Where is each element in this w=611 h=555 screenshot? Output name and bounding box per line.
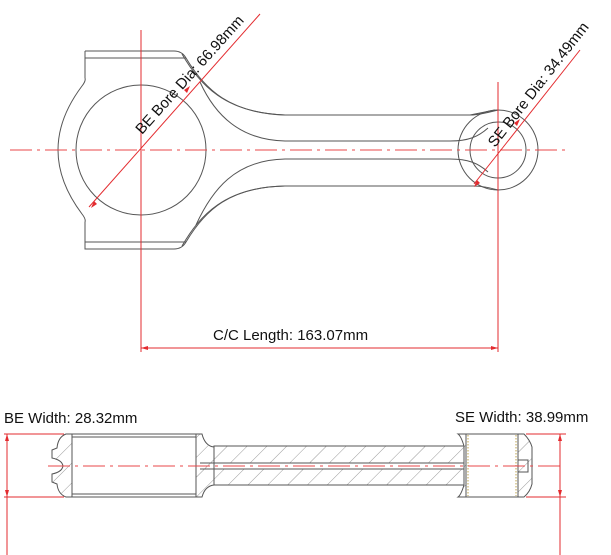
top-view: BE Bore Dia: 66.98mm SE Bore Dia: 34.49m… [10, 12, 593, 352]
cc-arrow-right [491, 346, 498, 350]
be-width-arrow-top [5, 434, 9, 441]
beam-lower-section [213, 468, 465, 486]
se-bore-arrow-lower [474, 180, 480, 187]
be-bore-arrow-lower [91, 201, 97, 208]
se-width-arrow-top [558, 434, 562, 441]
se-bore-label: SE Bore Dia: 34.49mm [485, 19, 593, 150]
cc-arrow-left [141, 346, 148, 350]
beam-upper-edge [181, 53, 499, 116]
big-end-left-wall [51, 433, 73, 498]
side-view: BE Width: 28.32mm SE Width: 38.99mm [4, 409, 588, 555]
beam-upper-section [213, 445, 465, 464]
se-width-label: SE Width: 38.99mm [455, 409, 588, 426]
beam-lower-rib [195, 158, 489, 226]
se-bore-arrow-upper [514, 119, 520, 126]
cc-length-label: C/C Length: 163.07mm [213, 327, 368, 344]
be-bore-dimension-line [88, 13, 261, 208]
se-bore-dimension-line [473, 49, 581, 185]
se-width-arrow-bottom [558, 490, 562, 497]
be-bore-label: BE Bore Dia: 66.98mm [132, 12, 247, 137]
beam-lower-edge [181, 185, 499, 247]
be-bore-arrow-upper [184, 86, 190, 93]
beam-upper-rib [199, 81, 489, 142]
be-width-label: BE Width: 28.32mm [4, 410, 137, 427]
be-width-arrow-bottom [5, 490, 9, 497]
